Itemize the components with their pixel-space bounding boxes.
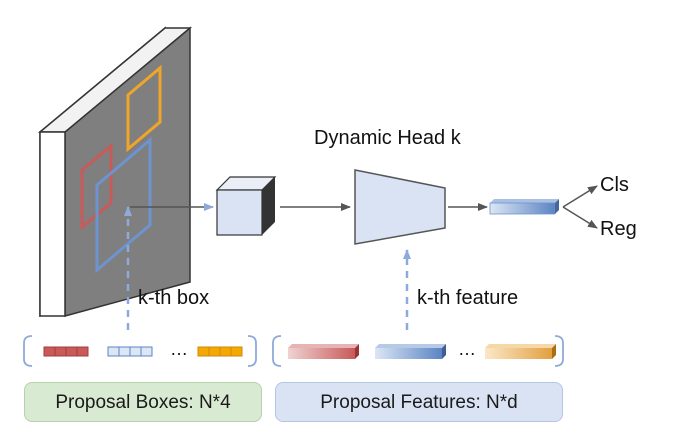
red-box-icon [80, 142, 113, 231]
reg-output-label: Reg [600, 218, 637, 240]
kth-box-label: k-th box [138, 287, 210, 309]
proposal-feature-blue [375, 344, 446, 359]
proposal-boxes-bracket [23, 335, 257, 367]
features-ellipsis: … [458, 339, 476, 359]
proposal-box-orange [197, 346, 243, 357]
proposal-box-red [43, 346, 89, 357]
output-feature-vector [489, 199, 559, 215]
orange-box-icon [126, 64, 162, 153]
proposal-features-bracket [272, 335, 564, 367]
proposal-feature-red [288, 344, 359, 359]
roi-feature-cube [215, 176, 277, 236]
proposal-features-label: Proposal Features: N*d [275, 382, 563, 422]
blue-box-icon [95, 136, 152, 274]
feature-map [37, 26, 193, 317]
proposal-feature-orange [485, 344, 556, 359]
dynamic-head-title: Dynamic Head k [314, 127, 461, 149]
proposal-box-blue [107, 346, 153, 357]
cls-output-label: Cls [600, 174, 629, 196]
proposal-boxes-label: Proposal Boxes: N*4 [24, 382, 262, 422]
reg-arrow [562, 206, 598, 229]
dynamic-head-block [354, 169, 446, 245]
boxes-ellipsis: … [170, 339, 188, 359]
cls-arrow [562, 185, 598, 208]
kth-feature-label: k-th feature [417, 287, 519, 309]
